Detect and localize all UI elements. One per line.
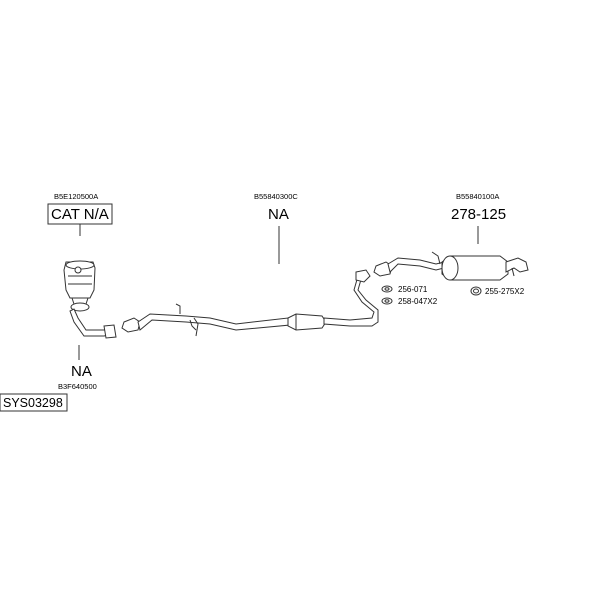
gasket-2-label: 258-047X2 <box>398 297 438 306</box>
mid-code-label: B55840300C <box>254 192 298 201</box>
rear-code-label: B55840100A <box>456 192 499 201</box>
system-code-label: SYS03298 <box>3 396 63 410</box>
gasket-256-071-part <box>381 285 393 293</box>
front-pipe-part <box>69 302 117 339</box>
catalytic-converter-part <box>63 260 96 305</box>
hanger-label: 255-275X2 <box>485 287 525 296</box>
hanger-255-275-part <box>470 286 482 296</box>
gasket-1-label: 256-071 <box>398 285 428 294</box>
middle-pipe-part <box>121 269 379 337</box>
front-pipe-part-label: NA <box>71 363 92 380</box>
front-pipe-code-label: B3F640500 <box>58 382 97 391</box>
cat-part-label: CAT N/A <box>51 206 109 223</box>
mid-part-label: NA <box>268 206 289 223</box>
rear-silencer-part <box>373 251 529 281</box>
cat-code-label: B5E120500A <box>54 192 98 201</box>
gasket-258-047-part <box>381 297 393 305</box>
rear-part-label: 278-125 <box>451 206 506 223</box>
system-code-box <box>0 393 68 412</box>
